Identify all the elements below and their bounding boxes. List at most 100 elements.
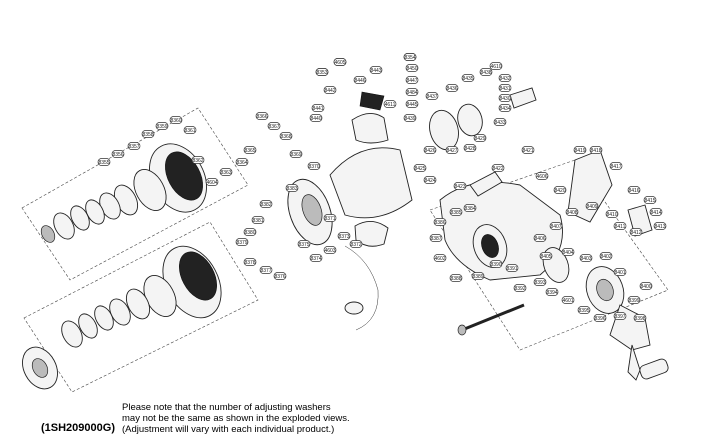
svg-text:8446: 8446 (354, 78, 365, 84)
svg-text:8358: 8358 (142, 132, 153, 138)
svg-text:8438: 8438 (480, 70, 491, 76)
svg-text:8414: 8414 (650, 210, 661, 216)
svg-text:8431: 8431 (499, 86, 510, 92)
handle-guide (429, 159, 669, 351)
svg-text:8364: 8364 (236, 160, 247, 166)
svg-text:8365: 8365 (244, 148, 255, 154)
svg-text:8422: 8422 (492, 166, 503, 172)
part-number-tag: 8413 (653, 222, 667, 230)
svg-text:4601: 4601 (562, 298, 573, 304)
part-number-tag: 8410 (605, 210, 619, 218)
svg-text:8425: 8425 (414, 166, 425, 172)
part-number-tag: 4602 (433, 254, 447, 262)
svg-text:8397: 8397 (614, 314, 625, 320)
part-number-tag: 8397 (613, 312, 627, 320)
part-number-tag: 8383 (285, 184, 299, 192)
part-number-tag: 8400 (639, 282, 653, 290)
svg-text:8436: 8436 (446, 86, 457, 92)
svg-text:4610: 4610 (490, 64, 501, 70)
svg-text:8427: 8427 (446, 148, 457, 154)
part-number-tag: 8401 (613, 268, 627, 276)
part-number-tag: 8420 (553, 186, 567, 194)
svg-text:8420: 8420 (554, 188, 565, 194)
part-number-tag: 8368 (279, 132, 293, 140)
svg-text:8370: 8370 (308, 164, 319, 170)
body-frame (429, 87, 613, 281)
part-number-tag: 8374 (309, 254, 323, 262)
svg-text:8426: 8426 (424, 148, 435, 154)
note-line: Please note that the number of adjusting… (122, 402, 331, 413)
svg-text:4604: 4604 (206, 180, 217, 186)
part-number-tag: 4603 (323, 246, 337, 254)
part-number-tag: 8357 (127, 142, 141, 150)
svg-text:8430: 8430 (499, 96, 510, 102)
part-number-tag: 8387 (429, 234, 443, 242)
note-line: may not be the same as shown in the expl… (122, 413, 350, 424)
svg-text:8381: 8381 (252, 218, 263, 224)
part-number-tag: 8428 (463, 144, 477, 152)
part-number-tag: 8365 (243, 146, 257, 154)
drive-shaft (457, 303, 525, 336)
note-line: (Adjustment will vary with each individu… (122, 424, 335, 435)
svg-text:8383: 8383 (286, 186, 297, 192)
svg-text:8442: 8442 (324, 88, 335, 94)
svg-text:8429: 8429 (474, 136, 485, 142)
svg-text:8418: 8418 (590, 148, 601, 154)
part-number-tag: 4606 (535, 172, 549, 180)
svg-text:8394: 8394 (546, 290, 557, 296)
part-number-tag: 8366 (255, 112, 269, 120)
part-number-tag: 8443 (369, 66, 383, 74)
part-number-tag: 8362 (191, 156, 205, 164)
svg-text:8407: 8407 (550, 224, 561, 230)
svg-text:8371: 8371 (324, 216, 335, 222)
part-number-tag: 8422 (491, 164, 505, 172)
part-number-tag: 8391 (505, 264, 519, 272)
part-number-tag: 8395 (577, 306, 591, 314)
part-number-tag: 8405 (539, 252, 553, 260)
svg-text:8406: 8406 (534, 236, 545, 242)
part-number-tag: 8358 (141, 130, 155, 138)
svg-text:8386: 8386 (434, 220, 445, 226)
svg-text:8412: 8412 (630, 230, 641, 236)
svg-text:8428: 8428 (464, 146, 475, 152)
part-number-tag: 8427 (445, 146, 459, 154)
part-number-tag: 8438 (479, 68, 493, 76)
part-number-tag: 8385 (449, 208, 463, 216)
svg-text:8393: 8393 (534, 280, 545, 286)
part-number-tag: 8353 (315, 68, 329, 76)
part-number-tag: 8414 (649, 208, 663, 216)
adjusting-washers-note: Please note that the number of adjusting… (122, 402, 350, 435)
svg-text:8445: 8445 (406, 102, 417, 108)
svg-text:8355: 8355 (98, 160, 109, 166)
part-number-tag: 8356 (111, 150, 125, 158)
svg-text:8413: 8413 (654, 224, 665, 230)
part-number-tag: 8439 (403, 114, 417, 122)
svg-text:8405: 8405 (540, 254, 551, 260)
svg-text:8376: 8376 (274, 274, 285, 280)
part-number-tag: 8417 (609, 162, 623, 170)
svg-text:8387: 8387 (430, 236, 441, 242)
svg-text:8416: 8416 (628, 188, 639, 194)
part-number-tag: 8386 (433, 218, 447, 226)
part-number-tag: 8390 (489, 260, 503, 268)
part-number-tag: 8402 (599, 252, 613, 260)
part-number-tag: 8355 (97, 158, 111, 166)
part-number-tag: 8425 (413, 164, 427, 172)
svg-text:8440: 8440 (310, 116, 321, 122)
part-number-tag: 8440 (309, 114, 323, 122)
part-number-tag: 8394 (545, 288, 559, 296)
part-number-tag: 8442 (323, 86, 337, 94)
svg-text:8432: 8432 (499, 76, 510, 82)
lower-spool (22, 245, 222, 390)
part-number-tag: 8416 (627, 186, 641, 194)
part-number-tag: 8409 (585, 202, 599, 210)
svg-text:8367: 8367 (268, 124, 279, 130)
part-number-tag: 8354 (403, 53, 417, 61)
svg-text:8398: 8398 (634, 316, 645, 322)
svg-text:8392: 8392 (514, 286, 525, 292)
svg-text:8385: 8385 (450, 210, 461, 216)
svg-text:8484: 8484 (406, 90, 417, 96)
part-number-tag: 8381 (251, 216, 265, 224)
svg-text:8443: 8443 (370, 68, 381, 74)
svg-text:4611: 4611 (385, 102, 396, 108)
